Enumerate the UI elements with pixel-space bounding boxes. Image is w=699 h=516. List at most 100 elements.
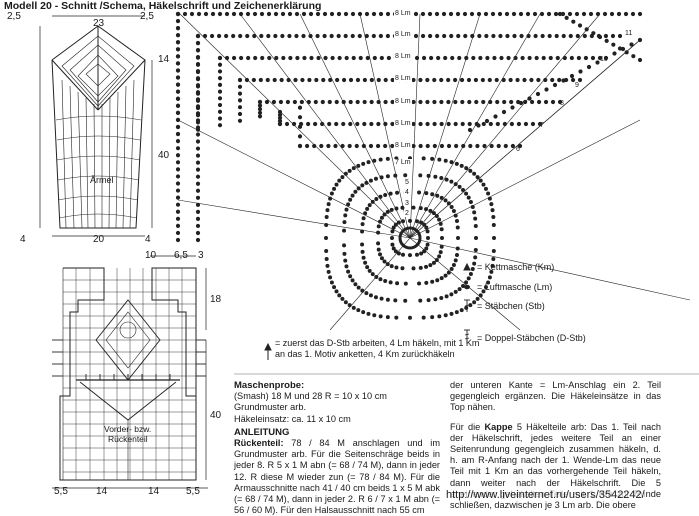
chain-stitch-dot: [195, 209, 201, 214]
chain-stitch-dot: [379, 296, 384, 301]
chain-stitch-dot: [328, 275, 333, 280]
chain-stitch-dot: [195, 33, 201, 39]
chain-stitch-dot: [437, 157, 442, 162]
chain-stitch-dot: [325, 208, 330, 213]
chain-stitch-dot: [477, 33, 482, 39]
chain-stitch-dot: [517, 143, 523, 149]
chain-stitch-dot: [195, 174, 201, 179]
chain-stitch-dot: [175, 160, 181, 165]
chain-stitch-dot: [332, 285, 337, 290]
chain-stitch-dot: [356, 285, 361, 290]
body-dim-right-upper: 18: [210, 294, 222, 305]
chain-stitch-dot: [237, 91, 243, 96]
chain-stitch-dot: [476, 11, 482, 17]
chain-stitch-dot: [328, 196, 333, 201]
note-line-2: an das 1. Motiv anketten, 4 Km zurückhäk…: [275, 349, 455, 359]
chain-stitch-dot: [418, 143, 423, 149]
chart-diag-number: 7: [540, 122, 544, 129]
chain-stitch-dot: [379, 256, 384, 261]
body-dim-bottom-a: 5,5: [54, 486, 68, 497]
chain-stitch-dot: [394, 315, 399, 320]
chain-stitch-dot: [540, 33, 545, 39]
chain-stitch-dot: [530, 121, 536, 127]
chain-stitch-dot: [257, 99, 263, 105]
chain-stitch-dot: [195, 139, 201, 144]
chain-stitch-dot: [603, 55, 609, 61]
chain-stitch-dot: [483, 186, 488, 191]
chain-stitch-dot: [457, 287, 462, 292]
chain-stitch-dot: [604, 38, 609, 43]
stitch-line: [359, 13, 411, 239]
chain-stitch-dot: [554, 33, 559, 39]
chain-stitch-dot: [449, 292, 454, 297]
chain-stitch-dot: [370, 199, 375, 204]
chain-stitch-dot: [424, 264, 429, 269]
chain-stitch-dot: [574, 11, 580, 17]
chain-stitch-dot: [455, 11, 461, 17]
chain-stitch-dot: [453, 99, 458, 105]
chain-stitch-dot: [360, 183, 365, 188]
chain-stitch-dot: [366, 311, 371, 316]
chart-diag-number: 10: [600, 56, 608, 63]
chain-stitch-dot: [425, 143, 430, 149]
chain-stitch-dot: [472, 171, 477, 176]
chain-stitch-dot: [182, 11, 188, 17]
chain-stitch-dot: [217, 102, 223, 108]
chain-stitch-dot: [400, 266, 405, 271]
chain-stitch-dot: [393, 249, 398, 254]
chain-stitch-dot: [456, 33, 461, 39]
sleeve-dim-bottom-center: 20: [93, 234, 105, 245]
chain-stitch-dot: [273, 33, 278, 39]
chain-stitch-dot: [175, 110, 181, 115]
chain-stitch-dot: [373, 176, 378, 181]
chain-stitch-dot: [195, 90, 201, 95]
chain-stitch-dot: [414, 252, 419, 257]
chain-stitch-dot: [588, 11, 594, 17]
chain-stitch-dot: [360, 242, 365, 247]
maschenprobe-line-1: (Smash) 18 M und 28 R = 10 x 10 cm: [234, 391, 387, 402]
chain-stitch-dot: [360, 288, 365, 293]
chain-stitch-dot: [343, 213, 348, 218]
chain-stitch-dot: [474, 99, 479, 105]
chain-stitch-dot: [544, 87, 549, 92]
stitch-line: [409, 119, 641, 239]
chain-stitch-dot: [175, 68, 181, 73]
chain-stitch-dot: [408, 218, 412, 223]
chain-stitch-dot: [432, 99, 437, 105]
chain-stitch-dot: [471, 55, 476, 61]
chain-stitch-dot: [568, 33, 573, 39]
chain-stitch-dot: [433, 297, 438, 302]
chain-stitch-dot: [583, 55, 589, 61]
chain-stitch-dot: [195, 69, 201, 74]
chain-stitch-dot: [334, 121, 339, 127]
chain-stitch-dot: [259, 11, 265, 17]
chain-stitch-dot: [342, 228, 347, 233]
chain-stitch-dot: [475, 296, 480, 301]
chain-stitch-dot: [569, 55, 574, 61]
chain-stitch-dot: [195, 125, 201, 130]
chain-stitch-dot: [356, 308, 361, 313]
chain-stitch-dot: [493, 114, 498, 119]
chain-stitch-dot: [446, 121, 451, 127]
chain-stitch-dot: [464, 191, 469, 196]
chain-stitch-dot: [512, 33, 517, 39]
stitch-line: [239, 13, 411, 239]
chain-stitch-dot: [175, 11, 181, 17]
chain-stitch-dot: [449, 160, 454, 165]
chain-stitch-dot: [175, 61, 181, 66]
chain-stitch-dot: [175, 153, 181, 158]
chain-stitch-dot: [266, 11, 272, 17]
chain-stitch-dot: [175, 103, 181, 108]
chain-stitch-dot: [175, 216, 181, 221]
chain-stitch-dot: [286, 77, 291, 83]
chain-stitch-dot: [372, 313, 377, 318]
chain-stitch-dot: [503, 143, 508, 149]
chain-stitch-dot: [478, 55, 483, 61]
chain-stitch-dot: [401, 219, 406, 224]
chart-row-label: 8 Lm: [394, 98, 412, 105]
chart-row-label: 7 Lm: [394, 159, 412, 166]
chain-stitch-dot: [489, 202, 494, 207]
chain-stitch-dot: [175, 230, 181, 236]
sleeve-label: Ärmel: [90, 175, 114, 185]
chain-stitch-dot: [418, 121, 423, 127]
